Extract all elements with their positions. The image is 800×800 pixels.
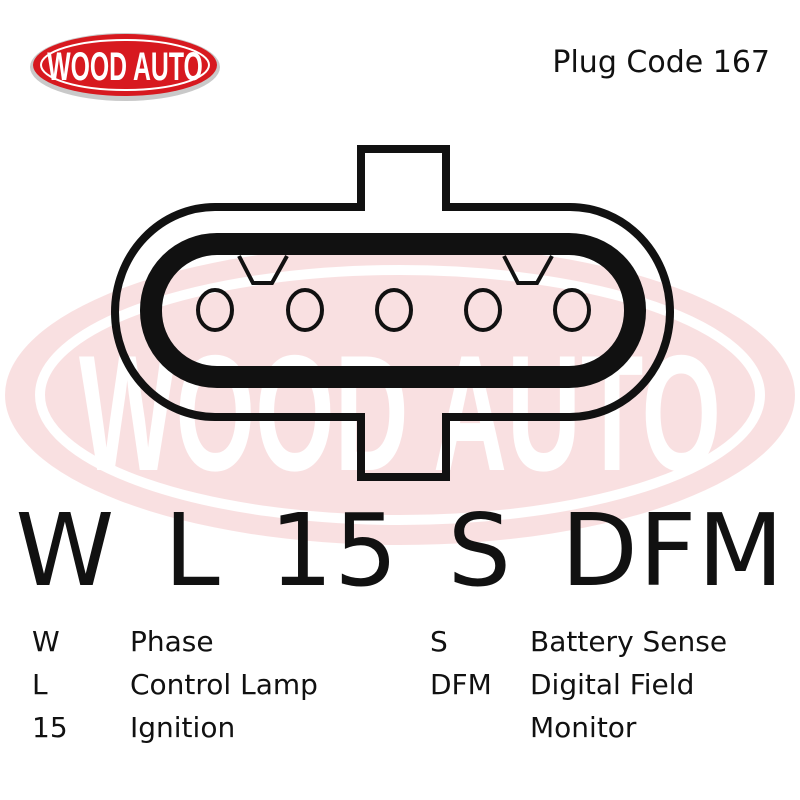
legend-desc: Phase [130,625,214,658]
legend-code: S [430,625,448,658]
pin-socket [286,288,324,332]
legend-code: L [32,668,48,701]
wood-auto-logo: WOOD AUTO [30,33,220,101]
connector-outline [111,145,674,481]
svg-text:WOOD AUTO: WOOD AUTO [47,45,203,89]
pin-label: DFM [560,492,785,609]
legend-code: 15 [32,711,68,744]
key-notch-left [237,255,289,285]
pin-socket [553,288,591,332]
pin-label: W [15,492,116,609]
key-notch-right [502,255,554,285]
pin-labels: W L 15 S DFM [0,492,800,609]
legend-code: W [32,625,60,658]
pin-socket [464,288,502,332]
plug-code-title: Plug Code 167 [552,45,770,80]
pin-label: S [447,492,513,609]
pin-socket [375,288,413,332]
legend-desc: Digital Field [530,668,695,701]
pin-label: 15 [269,492,399,609]
legend-code: DFM [430,668,492,701]
legend-desc: Battery Sense [530,625,728,658]
pin-socket [196,288,234,332]
legend-desc: Control Lamp [130,668,318,701]
legend-desc: Ignition [130,711,236,744]
legend-desc: Monitor [530,711,637,744]
pin-label: L [164,492,221,609]
